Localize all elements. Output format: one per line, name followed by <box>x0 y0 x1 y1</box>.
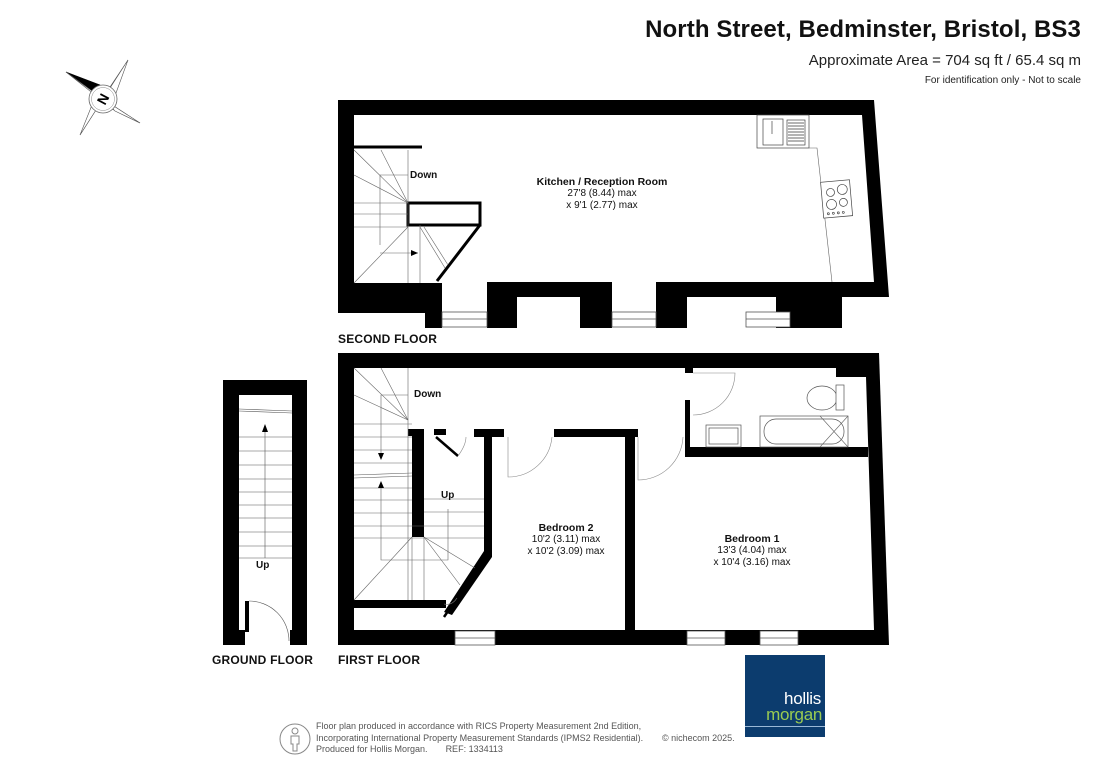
logo-text-morgan: morgan <box>766 705 822 724</box>
person-icon <box>279 723 311 755</box>
footer-line-3: Produced for Hollis Morgan. <box>316 744 428 754</box>
room-bedroom-2: Bedroom 2 10'2 (3.11) max x 10'2 (3.09) … <box>528 522 605 558</box>
room-dimension-length: 10'2 (3.11) max <box>531 534 601 545</box>
stair-label-up: Up <box>256 560 270 571</box>
approximate-area: Approximate Area = 704 sq ft / 65.4 sq m <box>808 52 1081 69</box>
stair-label-up: Up <box>441 490 455 501</box>
room-dimension-width: x 10'4 (3.16) max <box>713 557 791 568</box>
floor-label-first: FIRST FLOOR <box>338 653 421 667</box>
property-title: North Street, Bedminster, Bristol, BS3 <box>645 16 1081 43</box>
room-name: Bedroom 1 <box>724 533 780 545</box>
floor-label-second: SECOND FLOOR <box>338 332 438 346</box>
room-name: Kitchen / Reception Room <box>536 176 668 188</box>
floor-label-ground: GROUND FLOOR <box>212 653 314 667</box>
logo-divider <box>745 726 825 727</box>
reference-number: REF: 1334113 <box>445 744 503 754</box>
room-dimension-length: 13'3 (4.04) max <box>717 545 787 556</box>
copyright: © nichecom 2025. <box>662 733 735 743</box>
compass-north-icon: N <box>65 59 141 136</box>
stair-label-down: Down <box>410 170 438 181</box>
room-dimension-width: x 9'1 (2.77) max <box>566 200 638 211</box>
logo-text-hollis: hollis <box>784 689 821 708</box>
hollis-morgan-logo: hollis morgan <box>745 655 825 737</box>
stair-label-down: Down <box>414 389 442 400</box>
room-dimension-width: x 10'2 (3.09) max <box>527 546 605 557</box>
first-floor-plan <box>338 353 889 646</box>
room-kitchen-reception: Kitchen / Reception Room 27'8 (8.44) max… <box>537 176 668 212</box>
room-bedroom-1: Bedroom 1 13'3 (4.04) max x 10'4 (3.16) … <box>714 533 791 569</box>
footer-line-1: Floor plan produced in accordance with R… <box>316 721 642 731</box>
second-floor-plan <box>338 100 889 328</box>
footer-notes: Floor plan produced in accordance with R… <box>316 721 643 756</box>
room-name: Bedroom 2 <box>538 522 594 534</box>
room-dimension-length: 27'8 (8.44) max <box>567 188 637 199</box>
disclaimer: For identification only - Not to scale <box>924 75 1081 86</box>
ground-floor-plan <box>223 380 307 645</box>
footer-line-2: Incorporating International Property Mea… <box>316 732 644 743</box>
